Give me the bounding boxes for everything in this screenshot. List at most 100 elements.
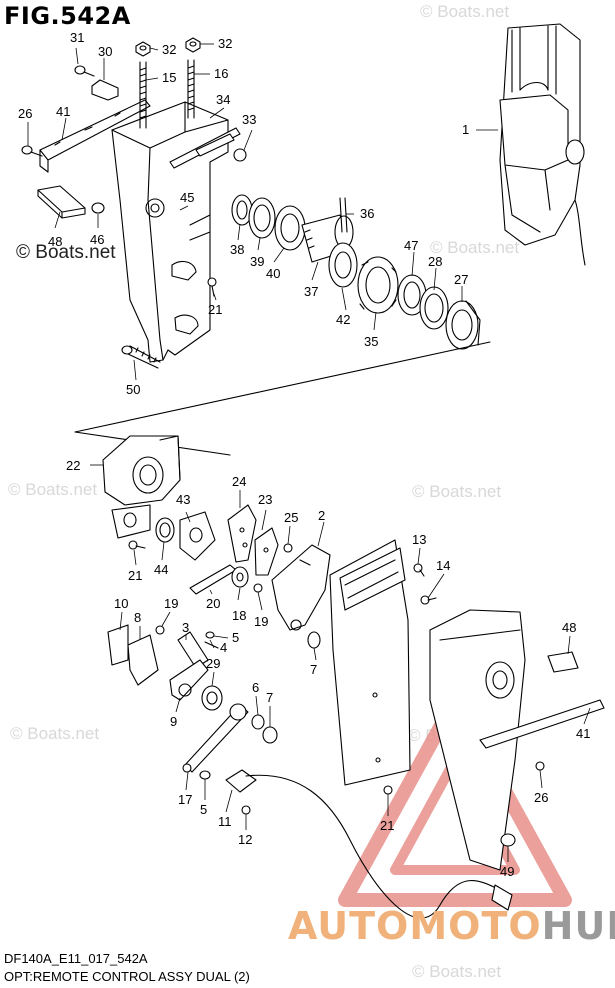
screw-19-left (155, 625, 165, 635)
gear-40 (274, 205, 306, 251)
part-number: 21 (380, 818, 394, 833)
part-number: 36 (360, 206, 374, 221)
part-number: 32 (162, 42, 176, 57)
part-number: 21 (128, 568, 142, 583)
part-number: 3 (182, 620, 189, 635)
watermark-dark: © Boats.net (16, 242, 116, 263)
nut-32-right (185, 37, 201, 53)
cover-plate (111, 504, 151, 539)
bolt-16 (187, 59, 195, 119)
remote-control-handle-1 (499, 23, 586, 266)
part-number: 40 (266, 266, 280, 281)
part-number: 4 (220, 640, 227, 655)
bolt-15 (139, 61, 147, 129)
part-number: 25 (284, 510, 298, 525)
logo-text-part1: AUTOMOTO (288, 904, 542, 948)
part-number: 8 (134, 610, 141, 625)
part-number: 27 (454, 272, 468, 287)
separator-line (74, 341, 491, 433)
screw-14 (420, 595, 437, 605)
pad-48-lower (547, 651, 579, 673)
part-number: 41 (576, 726, 590, 741)
plate-23 (254, 527, 279, 576)
pin-17 (182, 763, 192, 773)
plate-24 (227, 504, 257, 563)
shaft-34 (169, 127, 241, 169)
figure-code: DF140A_E11_017_542A (4, 951, 148, 966)
watermark: © Boats.net (430, 238, 520, 257)
part-number: 13 (412, 532, 426, 547)
part-number: 15 (162, 70, 176, 85)
part-number: 34 (216, 92, 230, 107)
bolt-50 (121, 345, 161, 369)
screw-12 (241, 805, 251, 815)
arm-9 (169, 659, 209, 701)
part-number: 38 (230, 242, 244, 257)
lever-20 (189, 564, 237, 595)
part-number: 12 (238, 832, 252, 847)
part-number: 6 (252, 680, 259, 695)
control-body (429, 609, 526, 871)
part-number: 46 (90, 232, 104, 247)
part-number: 49 (500, 864, 514, 879)
main-bracket-45 (111, 101, 229, 363)
screw-31 (74, 65, 95, 77)
part-number: 44 (154, 562, 168, 577)
screw-19-right (253, 583, 263, 593)
clip-5-upper (205, 631, 215, 639)
part-number: 39 (250, 254, 264, 269)
part-number: 5 (200, 802, 207, 817)
watermark: © Boats.net (8, 480, 98, 499)
pad-48-top (37, 185, 86, 219)
part-number: 48 (562, 620, 576, 635)
bracket-2 (271, 544, 331, 631)
bushing-44 (155, 517, 175, 543)
bracket-10 (107, 624, 129, 666)
part-number: 33 (242, 112, 256, 127)
bracket-41-top (39, 99, 151, 173)
part-number: 45 (180, 190, 194, 205)
link-rod (184, 703, 249, 773)
part-number: 14 (436, 558, 450, 573)
washer-42 (328, 242, 358, 288)
pin-4 (204, 641, 219, 649)
bolt-26-lower (535, 761, 545, 771)
part-number: 16 (214, 66, 228, 81)
part-number: 24 (232, 474, 246, 489)
washer-7-upper (307, 631, 321, 649)
pin-36 (339, 197, 348, 233)
screw-21-lower (128, 540, 146, 550)
part-number: 9 (170, 714, 177, 729)
part-number: 32 (218, 36, 232, 51)
cap-46 (91, 202, 105, 214)
part-labels: 1 31 30 32 15 32 16 26 41 34 33 45 48 46… (18, 30, 590, 879)
watermark: © Boats.net (10, 724, 100, 743)
screw-25 (283, 543, 293, 553)
part-number: 2 (318, 508, 325, 523)
switch-11 (225, 769, 513, 919)
part-number: 29 (206, 656, 220, 671)
part-number: 43 (176, 492, 190, 507)
screw-21-upper (207, 277, 217, 297)
block-43 (179, 511, 216, 561)
part-number: 31 (70, 30, 84, 45)
part-number: 41 (56, 104, 70, 119)
part-number: 26 (18, 106, 32, 121)
part-number: 5 (232, 630, 239, 645)
part-number: 22 (66, 458, 80, 473)
part-number: 21 (208, 302, 222, 317)
part-number: 19 (164, 596, 178, 611)
washer-6 (251, 714, 265, 730)
part-number: 26 (534, 790, 548, 805)
housing-22 (102, 435, 181, 506)
washer-39 (248, 197, 276, 239)
washer-7-lower (262, 726, 278, 744)
part-number: 47 (404, 238, 418, 253)
part-number: 20 (206, 596, 220, 611)
part-number: 18 (232, 608, 246, 623)
washer-18 (231, 566, 249, 588)
ring-gear-35 (357, 256, 399, 314)
shaft-3 (177, 631, 209, 669)
